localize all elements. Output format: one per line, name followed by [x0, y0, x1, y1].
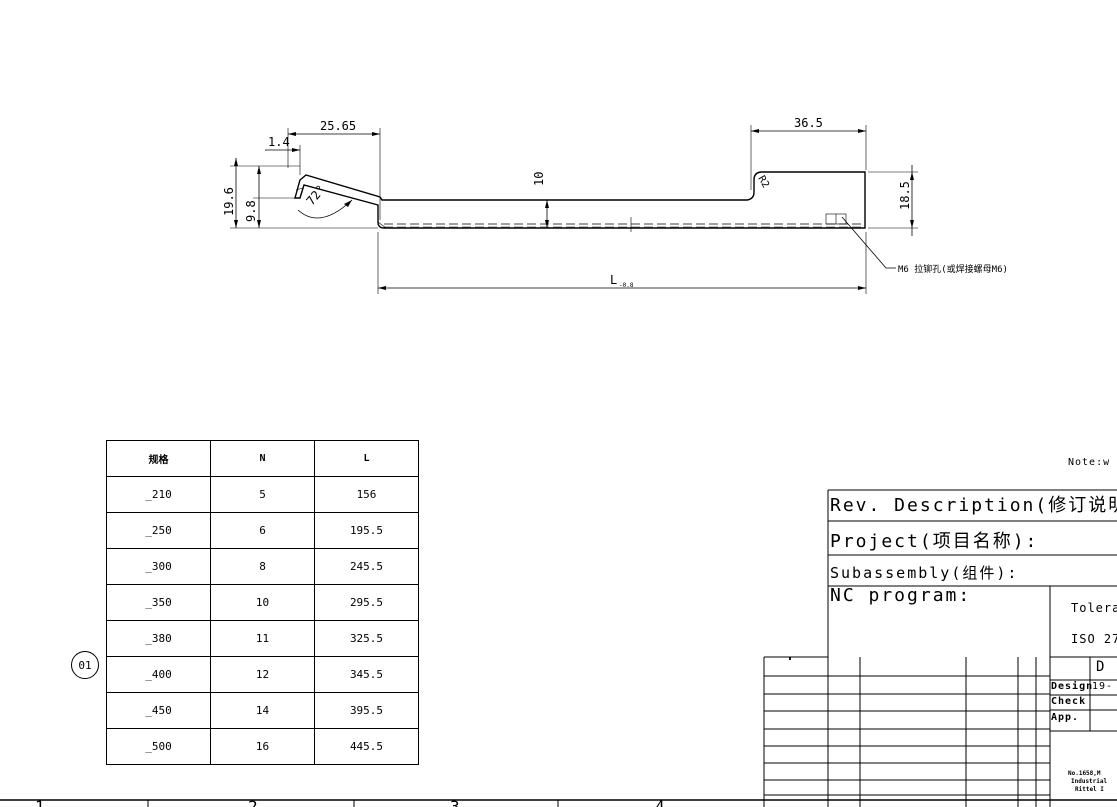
design-date: 19- — [1092, 681, 1114, 692]
cell-n: 12 — [210, 656, 315, 693]
nc-program-label: NC program: — [830, 585, 972, 606]
cell-n: 11 — [210, 620, 315, 657]
cell-n: 6 — [210, 512, 315, 549]
cell-spec: _500 — [106, 728, 211, 765]
dim-10: 10 — [532, 172, 546, 186]
col-spec: 规格 — [106, 440, 211, 477]
zone-label-2: 2 — [248, 797, 258, 807]
cell-n: 16 — [210, 728, 315, 765]
zone-label-4: 4 — [655, 797, 665, 807]
dim-r2: R2 — [755, 174, 771, 190]
address-line-2: Industrial — [1071, 778, 1108, 785]
note-label: Note:w — [1068, 457, 1111, 468]
dim-18-5: 18.5 — [898, 181, 912, 210]
check-label: Check — [1051, 696, 1087, 707]
d-header: D — [1096, 659, 1106, 675]
col-l: L — [314, 440, 419, 477]
cell-spec: _400 — [106, 656, 211, 693]
part-profile — [294, 171, 866, 229]
table-header-row: 规格 N L — [106, 440, 419, 477]
cell-l: 195.5 — [314, 512, 419, 549]
cell-n: 14 — [210, 692, 315, 729]
cell-n: 8 — [210, 548, 315, 585]
m6-leader — [841, 216, 896, 269]
project-label: Project(项目名称): — [830, 531, 1039, 552]
design-label: Design — [1051, 681, 1094, 692]
part-callout: 01 — [71, 651, 99, 679]
dim-25-65: 25.65 — [320, 119, 356, 133]
dim-1-4: 1.4 — [268, 135, 290, 149]
col-n: N — [210, 440, 315, 477]
cell-l: 325.5 — [314, 620, 419, 657]
address-line-3: Rittel I — [1075, 786, 1104, 793]
dim-36-5: 36.5 — [794, 116, 823, 130]
dim-length-tolerance: -0.8 — [619, 282, 634, 289]
rev-description-label: Rev. Description(修订说明): — [830, 495, 1117, 516]
tolerance-label: Toleran — [1071, 601, 1117, 615]
zone-label-3: 3 — [450, 797, 460, 807]
address-line-1: No.1658,M — [1068, 770, 1101, 777]
cell-spec: _250 — [106, 512, 211, 549]
cell-spec: _300 — [106, 548, 211, 585]
subassembly-label: Subassembly(组件): — [830, 564, 1019, 582]
iso-standard-label: ISO 2768 — [1071, 632, 1117, 646]
dim-length-l: L — [610, 273, 617, 287]
cell-l: 345.5 — [314, 656, 419, 693]
dim-9-8: 9.8 — [244, 200, 258, 222]
cell-l: 295.5 — [314, 584, 419, 621]
note-m6-rivet-hole: M6 拉铆孔(或焊接螺母M6) — [898, 263, 1008, 275]
dim-19-6: 19.6 — [222, 187, 236, 216]
app-label: App. — [1051, 712, 1080, 723]
zone-label-1: 1 — [35, 797, 45, 807]
cell-spec: _380 — [106, 620, 211, 657]
cell-l: 445.5 — [314, 728, 419, 765]
